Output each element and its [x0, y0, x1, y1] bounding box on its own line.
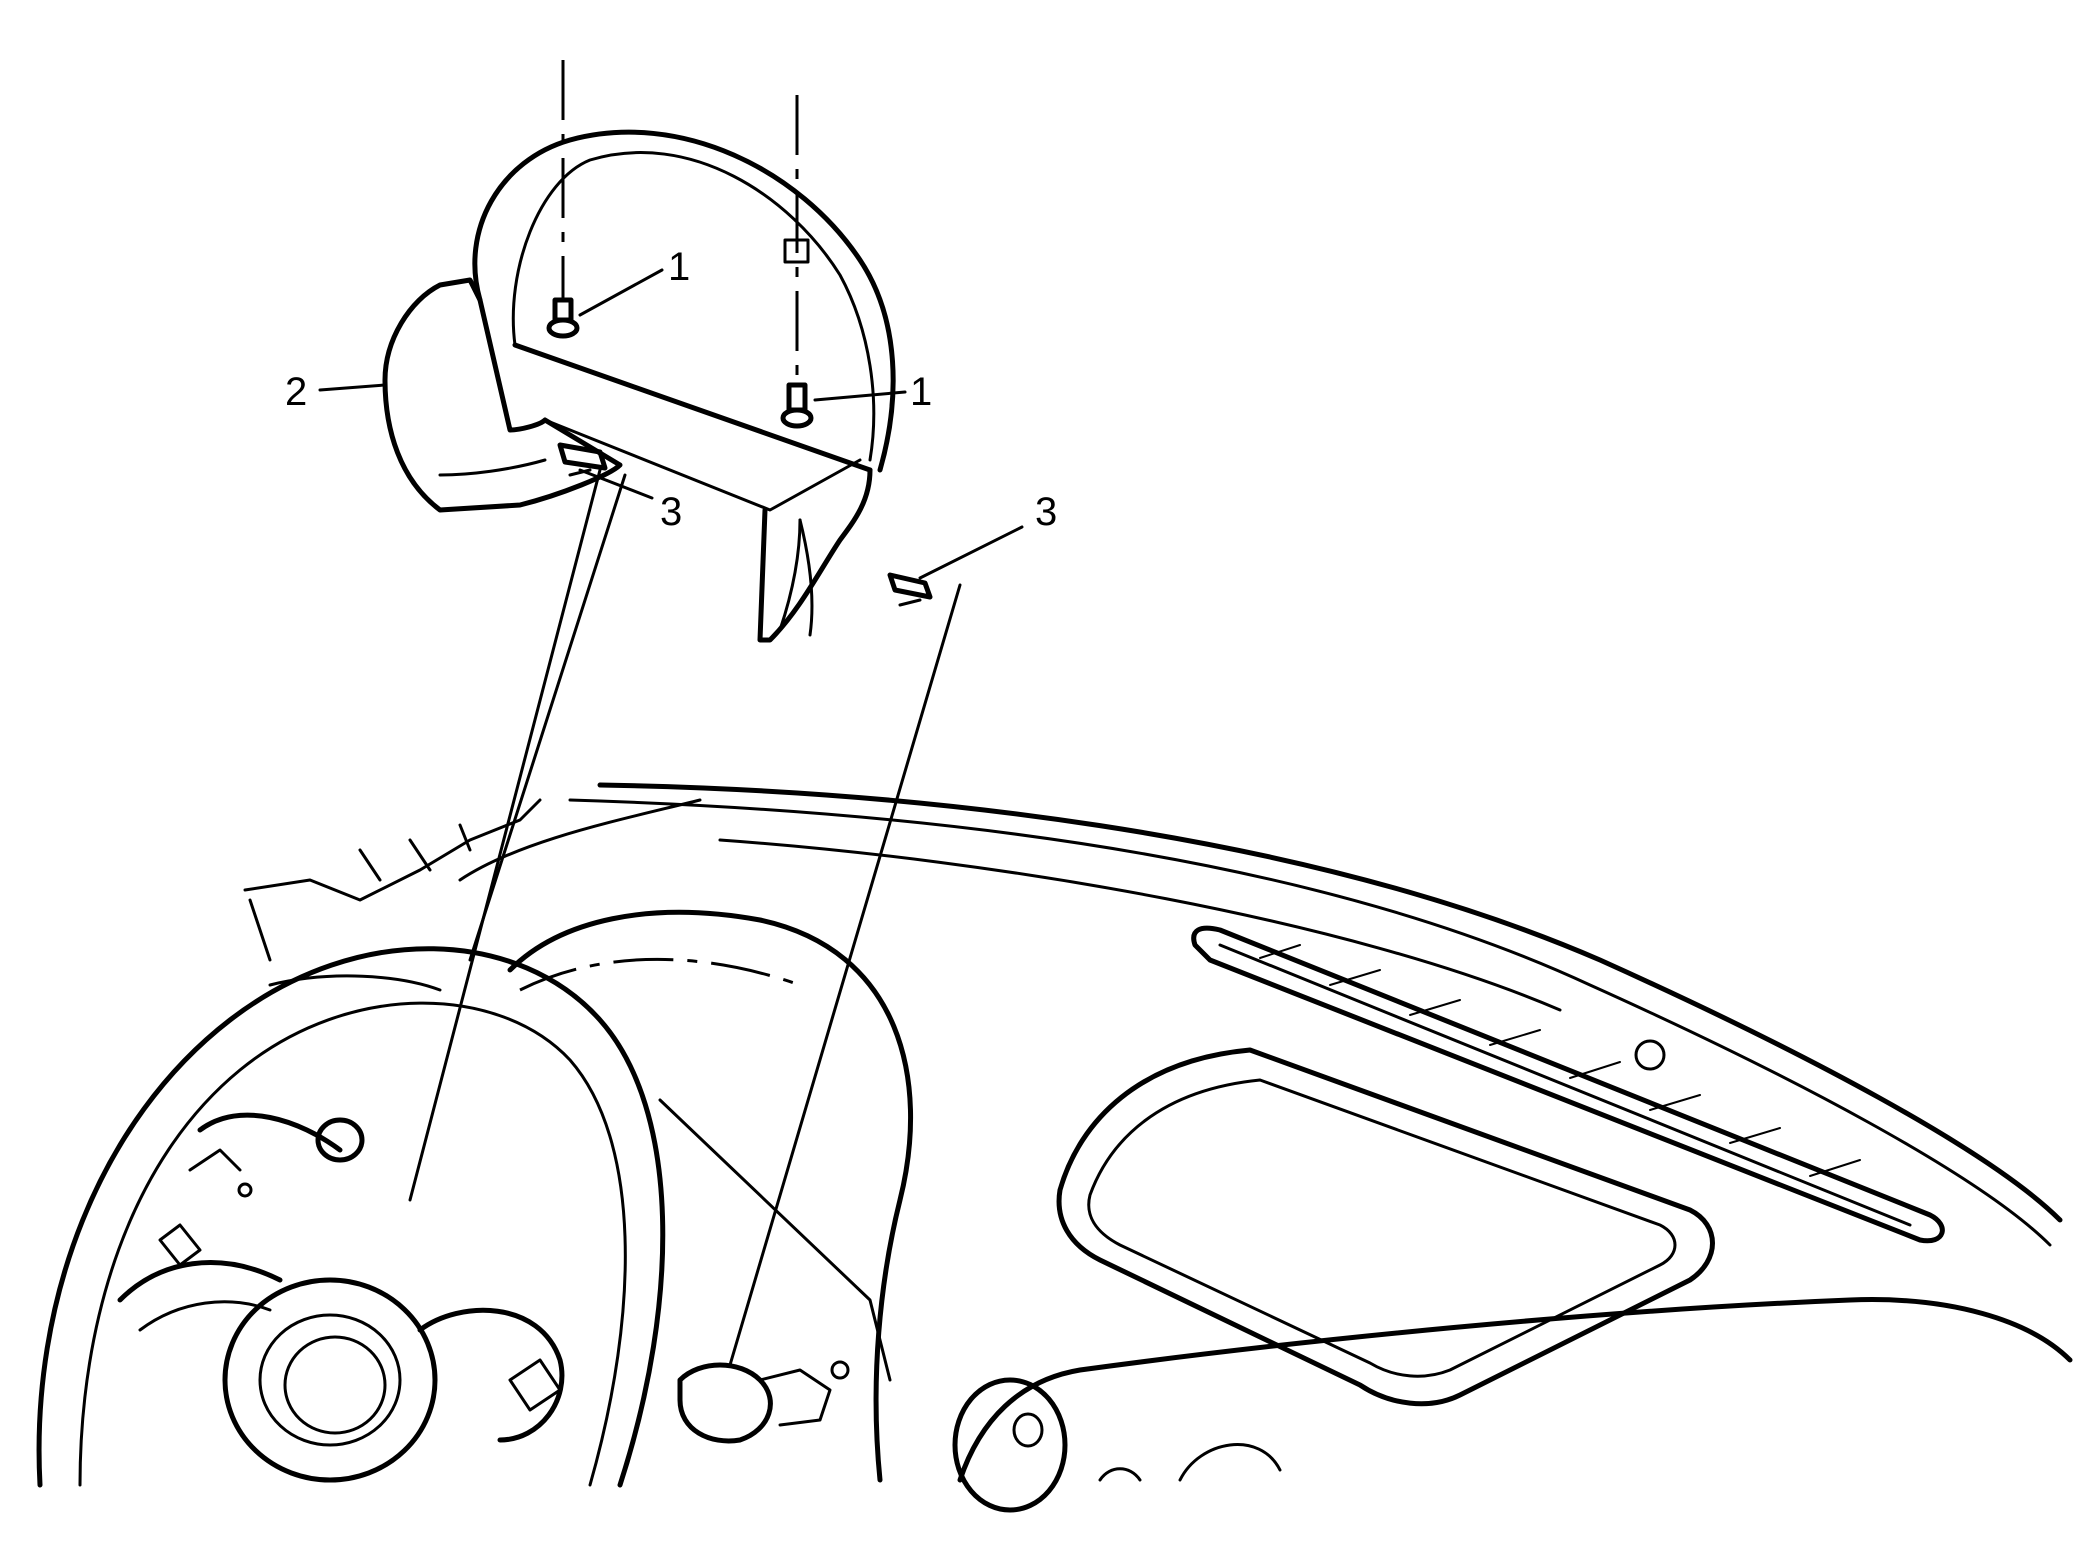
defroster-vent — [1191, 925, 1945, 1244]
steering-wheel — [36, 946, 850, 1488]
retainer-clip-left-part — [557, 442, 608, 477]
callout-label-2: 2 — [285, 370, 307, 414]
cluster-trim-bezel-part — [382, 129, 896, 643]
callout-label-1-upper-right: 1 — [910, 370, 932, 414]
retainer-clip-right-part — [887, 572, 933, 607]
screw-fastener-right — [780, 95, 814, 429]
callout-label-1-upper-left: 1 — [668, 245, 690, 289]
callout-3-right: 3 — [918, 490, 1057, 580]
callout-label-3-right: 3 — [1035, 490, 1057, 534]
screw-fastener-left — [546, 60, 580, 339]
callout-1-upper-left: 1 — [578, 245, 690, 317]
dash-storage-tray — [1056, 1047, 1715, 1407]
instrument-panel — [243, 782, 2073, 1513]
installation-guide-lines — [408, 468, 962, 1367]
callout-1-upper-right: 1 — [813, 370, 932, 414]
callout-3-left: 3 — [578, 468, 682, 534]
callout-2-bezel: 2 — [285, 370, 387, 414]
lower-controls — [952, 1377, 1282, 1513]
callout-label-3-left: 3 — [660, 490, 682, 534]
